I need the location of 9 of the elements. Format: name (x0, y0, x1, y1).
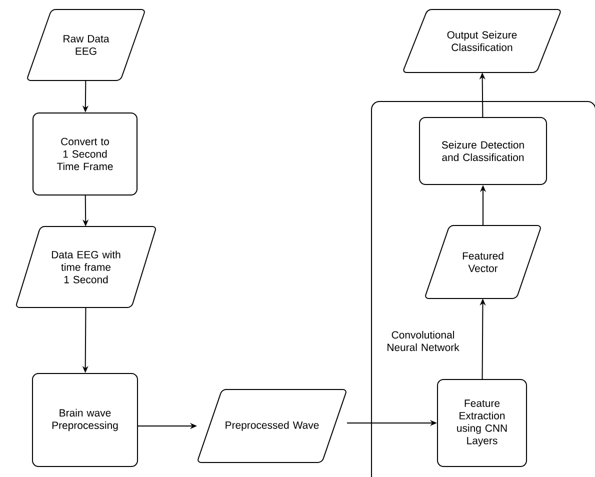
data-parallelogram: Featured Vector (425, 225, 541, 299)
process-box: Feature Extraction using CNN Layers (437, 379, 527, 467)
process-box: Convert to 1 Second Time Frame (32, 112, 138, 196)
data-parallelogram: Data EEG with time frame 1 Second (16, 226, 156, 308)
data-parallelogram: Raw Data EEG (27, 9, 145, 81)
process-box: Seizure Detection and Classification (419, 117, 547, 185)
process-box: Brain wave Preprocessing (32, 373, 138, 467)
data-parallelogram: Preprocessed Wave (198, 389, 346, 463)
data-parallelogram: Output Seizure Classification (403, 9, 561, 73)
